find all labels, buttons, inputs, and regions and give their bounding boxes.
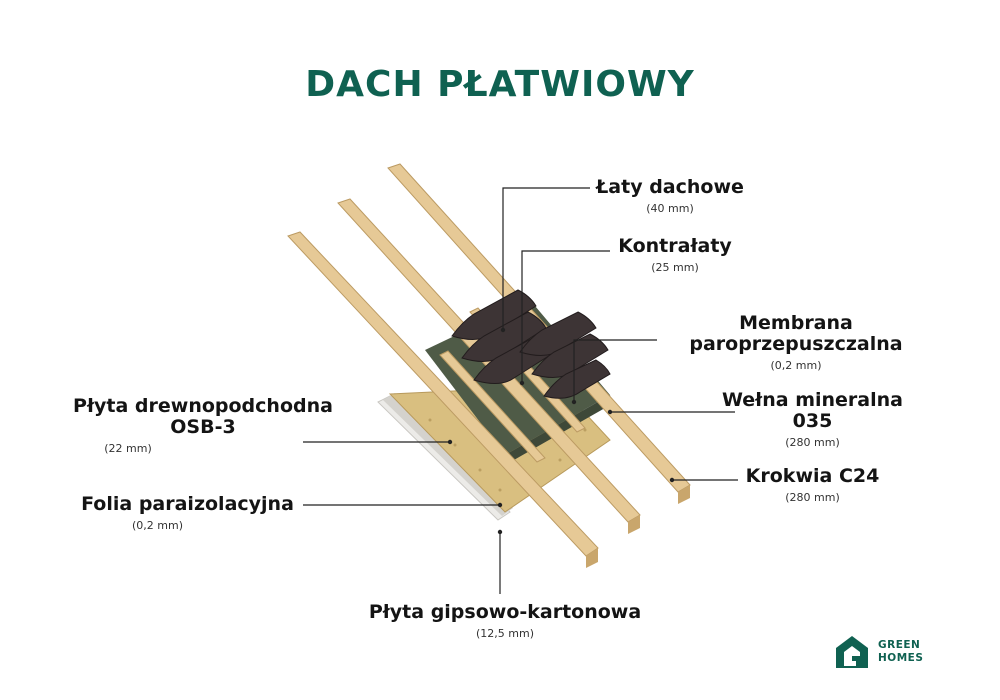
- layer-thickness: (280 mm): [785, 436, 840, 449]
- leader-kontralaty: [521, 250, 610, 383]
- label-kontralaty: Kontrałaty (25 mm): [600, 235, 750, 275]
- rafter-left: [287, 231, 599, 568]
- label-gips: Płyta gipsowo-kartonowa (12,5 mm): [355, 601, 655, 641]
- leader-laty: [502, 187, 590, 330]
- layer-name: Wełna mineralna 035: [722, 389, 903, 432]
- layer-name: Płyta gipsowo-kartonowa: [368, 601, 642, 623]
- layer-thickness: (0,2 mm): [770, 359, 822, 372]
- page-title: DACH PŁATWIOWY: [305, 64, 695, 105]
- house-logo-icon: [836, 636, 868, 668]
- layer-thickness: (22 mm): [104, 442, 152, 455]
- label-welna: Wełna mineralna 035 (280 mm): [720, 389, 905, 450]
- layer-thickness: (12,5 mm): [475, 627, 534, 640]
- leader-membrana: [573, 339, 657, 402]
- label-membrana: Membrana paroprzepuszczalna (0,2 mm): [672, 312, 920, 373]
- logo-line-1: GREEN: [878, 639, 921, 651]
- layer-name: Kontrałaty: [618, 235, 732, 257]
- layer-name: Płyta drewnopodchodna OSB-3: [73, 395, 333, 438]
- layer-name: Folia paraizolacyjna: [81, 493, 294, 515]
- green-homes-logo: GREEN HOMES: [834, 634, 923, 670]
- label-laty-dachowe: Łaty dachowe (40 mm): [590, 176, 750, 216]
- layer-thickness: (280 mm): [785, 491, 840, 504]
- label-osb: Płyta drewnopodchodna OSB-3 (22 mm): [58, 395, 348, 456]
- layer-thickness: (25 mm): [651, 261, 699, 274]
- layer-name: Krokwia C24: [745, 465, 880, 487]
- layer-name: Membrana paroprzepuszczalna: [689, 312, 903, 355]
- label-folia: Folia paraizolacyjna (0,2 mm): [70, 493, 305, 533]
- layer-thickness: (40 mm): [646, 202, 694, 215]
- layer-thickness: (0,2 mm): [131, 519, 183, 532]
- layer-name: Łaty dachowe: [596, 176, 744, 198]
- counter-batten-2: [439, 350, 546, 463]
- roof-tiles: [451, 289, 611, 399]
- label-krokwia: Krokwia C24 (280 mm): [735, 465, 890, 505]
- logo-line-2: HOMES: [878, 652, 924, 664]
